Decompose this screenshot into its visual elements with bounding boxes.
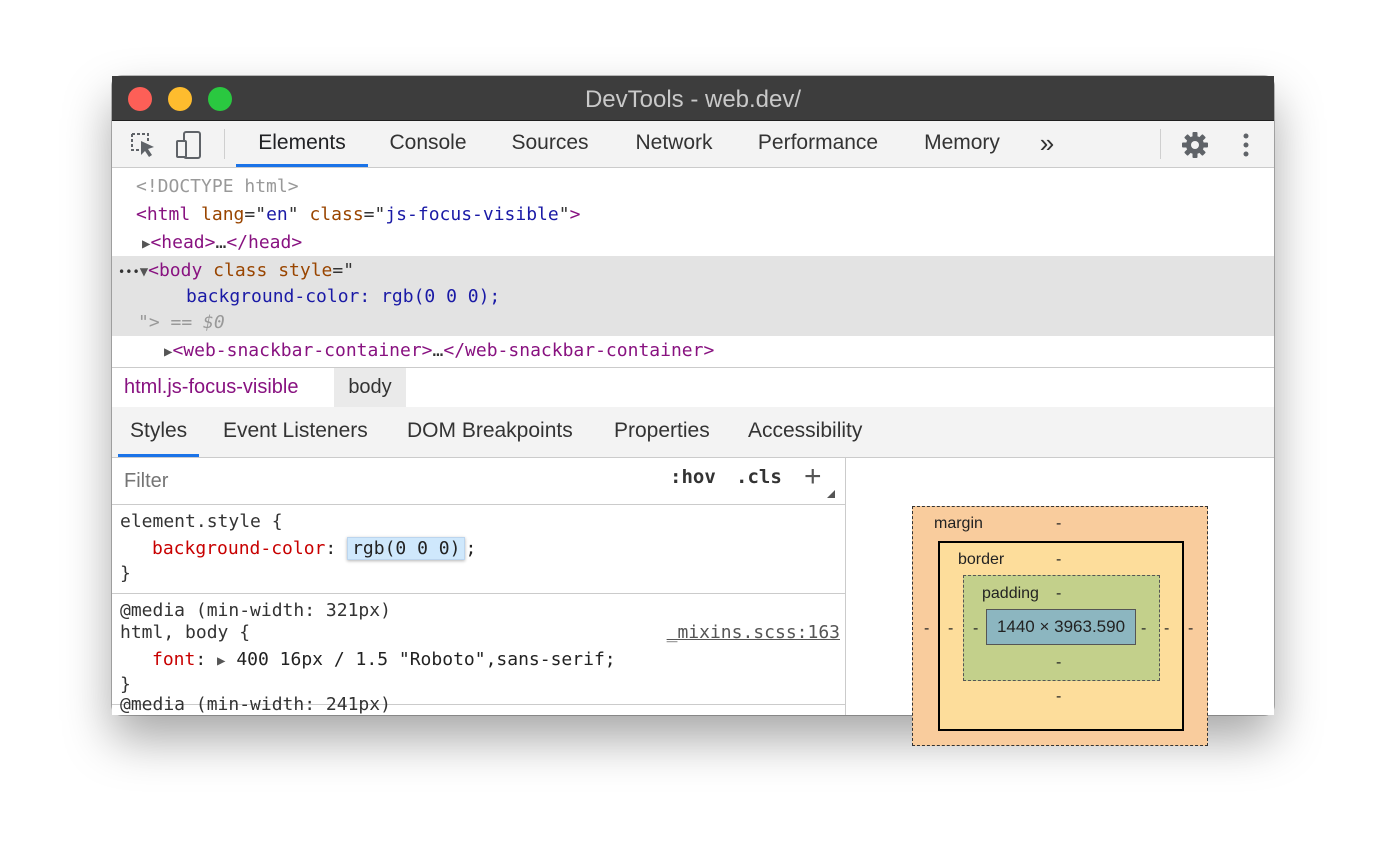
node-actions-icon[interactable]: ••• bbox=[118, 265, 140, 279]
body-style-value[interactable]: background-color: rgb(0 0 0); bbox=[186, 286, 501, 307]
toolbar-separator bbox=[224, 129, 225, 159]
styles-pane: Filter :hov .cls + element.style { backg… bbox=[112, 458, 846, 715]
padding-left-value[interactable]: - bbox=[973, 620, 979, 637]
cls-button[interactable]: .cls bbox=[736, 466, 782, 488]
collapse-triangle-icon[interactable]: ▼ bbox=[139, 264, 149, 280]
tab-properties[interactable]: Properties bbox=[614, 419, 710, 442]
device-toolbar-icon[interactable] bbox=[174, 130, 204, 160]
padding-right-value[interactable]: - bbox=[1141, 620, 1147, 637]
zoom-window-button[interactable] bbox=[208, 87, 232, 111]
window-title: DevTools - web.dev/ bbox=[584, 86, 802, 113]
filter-input[interactable]: Filter bbox=[118, 464, 654, 498]
tab-event-listeners[interactable]: Event Listeners bbox=[223, 419, 368, 442]
breadcrumb-body[interactable]: body bbox=[334, 368, 406, 407]
corner-icon bbox=[827, 490, 835, 498]
rule-divider bbox=[112, 593, 845, 594]
source-link[interactable]: _mixins.scss:163 bbox=[666, 622, 840, 643]
tab-network[interactable]: Network bbox=[635, 131, 713, 154]
dom-tree: <!DOCTYPE html> <html lang="en" class="j… bbox=[112, 168, 1274, 366]
element-style-rule: element.style { background-color: rgb(0 … bbox=[112, 505, 845, 593]
body-node-end: "> == $0 bbox=[138, 312, 225, 333]
box-model-content[interactable]: 1440 × 3963.590 bbox=[986, 609, 1136, 645]
toolbar-separator bbox=[1160, 129, 1161, 159]
tab-memory[interactable]: Memory bbox=[924, 131, 1000, 154]
close-window-button[interactable] bbox=[128, 87, 152, 111]
breadcrumb-html[interactable]: html.js-focus-visible bbox=[124, 376, 299, 398]
expand-triangle-icon[interactable]: ▶ bbox=[142, 236, 151, 252]
expand-triangle-icon[interactable]: ▶ bbox=[217, 653, 226, 669]
tab-dom-breakpoints[interactable]: DOM Breakpoints bbox=[407, 419, 573, 442]
kebab-menu-icon[interactable] bbox=[1232, 130, 1262, 160]
snackbar-node[interactable]: ▶<web-snackbar-container>…</web-snackbar… bbox=[164, 340, 715, 361]
tab-performance[interactable]: Performance bbox=[757, 131, 879, 154]
main-toolbar: Elements Console Sources Network Perform… bbox=[112, 121, 1274, 168]
rule-selector[interactable]: html, body { bbox=[120, 622, 251, 643]
inspect-element-icon[interactable] bbox=[128, 130, 158, 160]
border-left-value[interactable]: - bbox=[948, 620, 954, 637]
media-rule-partial: @media (min-width: 241px) bbox=[112, 694, 845, 715]
tab-sources[interactable]: Sources bbox=[511, 131, 589, 154]
doctype-node[interactable]: <!DOCTYPE html> bbox=[136, 176, 299, 197]
box-model-pane: 1440 × 3963.590 margin - border - paddin… bbox=[846, 458, 1274, 746]
more-tabs-button[interactable]: » bbox=[1039, 128, 1055, 158]
media-query: @media (min-width: 321px) bbox=[120, 600, 391, 621]
html-node[interactable]: <html lang="en" class="js-focus-visible"… bbox=[136, 204, 581, 225]
border-label: border bbox=[958, 551, 1005, 568]
tab-styles[interactable]: Styles bbox=[117, 407, 200, 457]
tab-accessibility[interactable]: Accessibility bbox=[748, 419, 863, 442]
margin-left-value[interactable]: - bbox=[924, 620, 930, 637]
border-top-value[interactable]: - bbox=[1056, 551, 1062, 568]
border-right-value[interactable]: - bbox=[1164, 620, 1170, 637]
rule-close: } bbox=[120, 563, 131, 584]
new-style-rule-button[interactable]: + bbox=[804, 460, 822, 493]
gear-icon[interactable] bbox=[1180, 130, 1210, 160]
sidebar-tabs: Styles Event Listeners DOM Breakpoints P… bbox=[112, 407, 1274, 458]
rule-close: } bbox=[120, 674, 131, 695]
rule-divider bbox=[112, 704, 845, 705]
tab-elements[interactable]: Elements bbox=[236, 121, 368, 167]
minimize-window-button[interactable] bbox=[168, 87, 192, 111]
body-node[interactable]: •••▼<body class style=" bbox=[118, 260, 355, 281]
value-editor[interactable]: rgb(0 0 0) bbox=[347, 537, 466, 560]
margin-right-value[interactable]: - bbox=[1188, 620, 1194, 637]
styles-filter-bar: Filter :hov .cls + bbox=[112, 458, 845, 505]
media-query: @media (min-width: 241px) bbox=[120, 694, 391, 715]
padding-bottom-value[interactable]: - bbox=[1056, 654, 1062, 671]
devtools-window: DevTools - web.dev/ Elements Console Sou… bbox=[112, 76, 1274, 746]
rule-declaration[interactable]: font: ▶ 400 16px / 1.5 "Roboto",sans-ser… bbox=[152, 649, 616, 670]
breadcrumb: html.js-focus-visible body bbox=[112, 367, 1274, 408]
margin-label: margin bbox=[934, 515, 983, 532]
rule-selector[interactable]: element.style { bbox=[120, 511, 283, 532]
margin-top-value[interactable]: - bbox=[1056, 515, 1062, 532]
expand-triangle-icon[interactable]: ▶ bbox=[164, 344, 173, 360]
padding-label: padding bbox=[982, 585, 1039, 602]
head-node[interactable]: ▶<head>…</head> bbox=[142, 232, 303, 253]
tab-console[interactable]: Console bbox=[389, 131, 467, 154]
hov-button[interactable]: :hov bbox=[670, 466, 716, 488]
border-bottom-value[interactable]: - bbox=[1056, 688, 1062, 705]
selected-node-highlight bbox=[112, 256, 1274, 336]
media-rule: @media (min-width: 321px) html, body { _… bbox=[112, 594, 845, 704]
title-bar: DevTools - web.dev/ bbox=[112, 76, 1274, 121]
rule-declaration[interactable]: background-color: rgb(0 0 0); bbox=[152, 537, 477, 560]
padding-top-value[interactable]: - bbox=[1056, 585, 1062, 602]
